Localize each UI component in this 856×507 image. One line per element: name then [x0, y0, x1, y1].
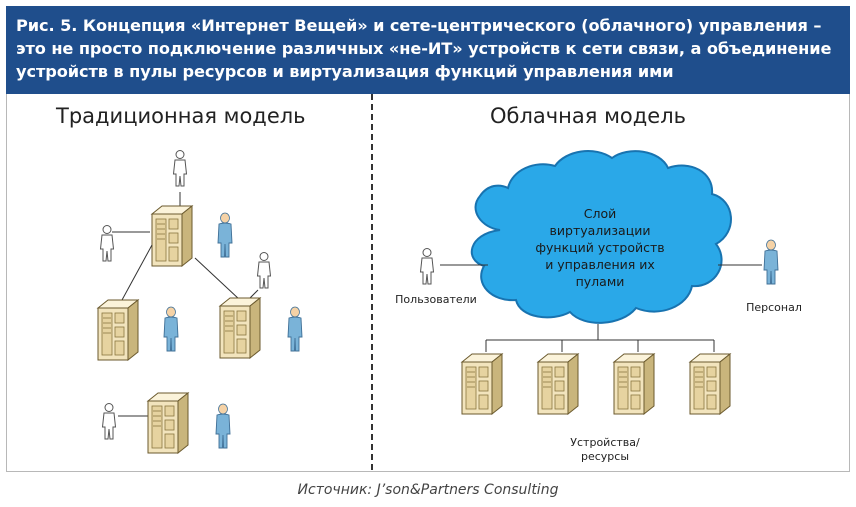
cloud-layer-label: Слой виртуализации функций устройств и у…: [490, 205, 710, 290]
caption-line-3: устройств в пулы ресурсов и виртуализаци…: [16, 62, 674, 81]
cloud-model-group: [420, 150, 779, 415]
cloud-model-title: Облачная модель: [490, 104, 687, 128]
server-icon: [97, 299, 139, 361]
staff-person-icon: [763, 239, 779, 285]
cloud-line: функций устройств: [535, 240, 665, 255]
user-outline-icon: [420, 248, 434, 285]
devices-label-line: Устройства/: [570, 436, 640, 449]
user-outline-icon: [173, 150, 187, 187]
server-icon: [537, 353, 579, 415]
cloud-line: пулами: [575, 274, 625, 289]
server-icon: [689, 353, 731, 415]
source-credit: Источник: J’son&Partners Consulting: [297, 482, 559, 498]
server-icon: [219, 297, 261, 359]
staff-label: Персонал: [746, 301, 802, 314]
figure-caption-header: Рис. 5. Концепция «Интернет Вещей» и сет…: [6, 6, 850, 94]
caption-line-2: это не просто подключение различных «не-…: [16, 39, 832, 58]
traditional-model-group: [97, 150, 303, 454]
cloud-line: и управления их: [545, 257, 655, 272]
user-outline-icon: [100, 225, 114, 262]
server-icon: [461, 353, 503, 415]
user-outline-icon: [102, 403, 116, 440]
staff-person-icon: [217, 212, 233, 258]
devices-label-line: ресурсы: [580, 450, 630, 463]
dashed-divider: [371, 94, 373, 470]
server-icon: [613, 353, 655, 415]
devices-label: Устройства/ ресурсы: [550, 436, 660, 464]
users-label: Пользователи: [395, 293, 477, 306]
staff-person-icon: [163, 306, 179, 352]
user-outline-icon: [257, 252, 271, 289]
server-icon: [151, 205, 193, 267]
cloud-line: виртуализации: [549, 223, 651, 238]
cloud-icon: [470, 150, 732, 324]
cloud-line: Слой: [583, 206, 617, 221]
staff-person-icon: [287, 306, 303, 352]
staff-person-icon: [215, 403, 231, 449]
server-icon: [147, 392, 189, 454]
caption-line-1: Рис. 5. Концепция «Интернет Вещей» и сет…: [16, 16, 822, 35]
traditional-model-title: Традиционная модель: [56, 104, 306, 128]
